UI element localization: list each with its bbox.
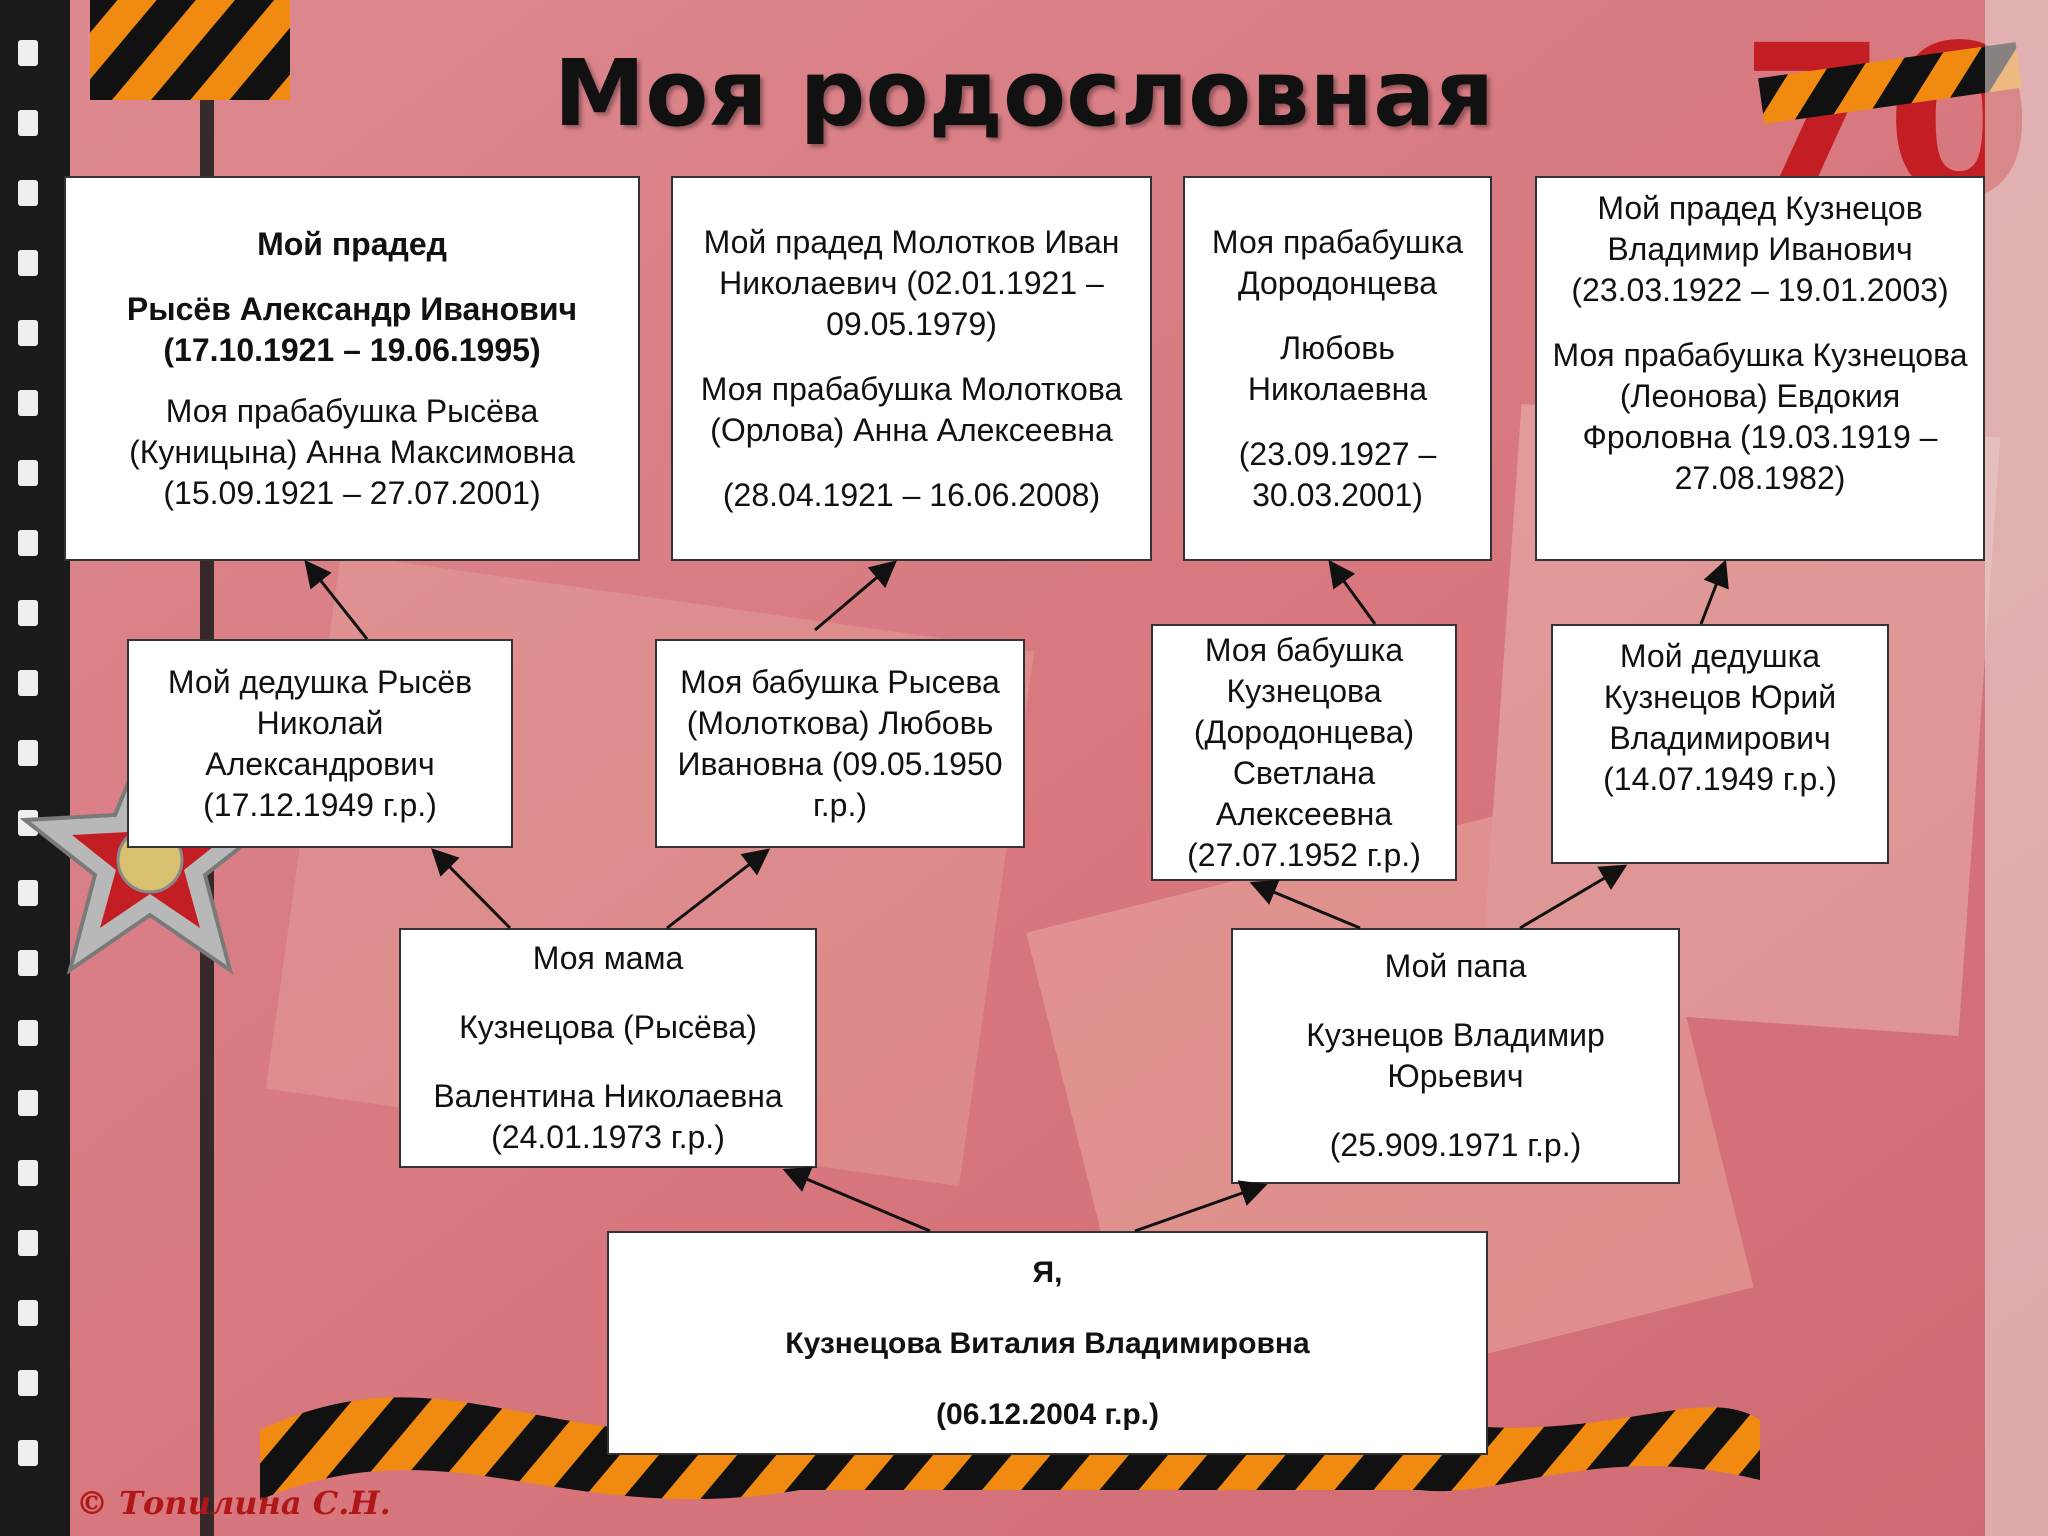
st-george-ribbon-top: [90, 0, 290, 100]
node-me: Я, Кузнецова Виталия Владимировна (06.12…: [607, 1231, 1488, 1455]
node-father: Мой папа Кузнецов Владимир Юрьевич (25.9…: [1231, 928, 1680, 1184]
node-text: Моя бабушка Рысева (Молоткова) Любовь Ив…: [677, 663, 1003, 823]
node-grandmother-kuznetsova: Моя бабушка Кузнецова (Дородонцева) Свет…: [1151, 624, 1457, 881]
node-dates: (23.09.1927 – 30.03.2001): [1238, 435, 1437, 513]
page-title: Моя родословная: [553, 40, 1495, 147]
node-heading: Моя прабабушка Дородонцева: [1211, 223, 1464, 301]
node-great-grandparents-kuznetsov: Мой прадед Кузнецов Владимир Иванович (2…: [1535, 176, 1985, 561]
node-mother: Моя мама Кузнецова (Рысёва) Валентина Ни…: [399, 928, 817, 1168]
node-heading: Мой папа: [1384, 948, 1527, 984]
node-great-grandmother-dorodontseva: Моя прабабушка Дородонцева Любовь Никола…: [1183, 176, 1492, 561]
copyright-text: © Топилина С.Н.: [76, 1484, 391, 1522]
node-heading: Моя мама: [532, 940, 684, 976]
node-dates: (06.12.2004 г.р.): [936, 1397, 1159, 1431]
node-dates: (28.04.1921 – 16.06.2008): [722, 476, 1101, 513]
node-great-grandparents-molotkov: Мой прадед Молотков Иван Николаевич (02.…: [671, 176, 1152, 561]
node-heading: Я,: [1032, 1255, 1063, 1289]
node-text: Моя бабушка Кузнецова (Дородонцева) Свет…: [1187, 631, 1421, 873]
node-text: Мой дедушка Кузнецов Юрий Владимирович (…: [1603, 638, 1837, 797]
node-spouse: Моя прабабушка Кузнецова (Леонова) Евдок…: [1552, 337, 1968, 496]
node-name: Кузнецова (Рысёва): [459, 1009, 757, 1045]
node-name: Кузнецов Владимир Юрьевич: [1306, 1017, 1605, 1094]
node-grandfather-kuznetsov: Мой дедушка Кузнецов Юрий Владимирович (…: [1551, 624, 1889, 864]
node-name: Рысёв Александр Иванович (17.10.1921 – 1…: [126, 290, 578, 368]
node-person: Мой прадед Молотков Иван Николаевич (02.…: [703, 223, 1120, 342]
node-grandfather-rysev: Мой дедушка Рысёв Николай Александрович …: [127, 639, 513, 848]
node-person: Мой прадед Кузнецов Владимир Иванович (2…: [1571, 190, 1949, 308]
node-name: Кузнецова Виталия Владимировна: [785, 1326, 1310, 1360]
node-heading: Мой прадед: [257, 225, 447, 262]
node-text: Мой дедушка Рысёв Николай Александрович …: [167, 663, 473, 823]
node-spouse: Моя прабабушка Молоткова (Орлова) Анна А…: [700, 370, 1123, 448]
node-grandmother-ryseva: Моя бабушка Рысева (Молоткова) Любовь Ив…: [655, 639, 1025, 848]
node-dates: (25.909.1971 г.р.): [1329, 1127, 1582, 1163]
node-name: Любовь Николаевна: [1247, 329, 1428, 407]
node-spouse: Моя прабабушка Рысёва (Куницына) Анна Ма…: [129, 392, 575, 511]
node-great-grandparents-rysev: Мой прадед Рысёв Александр Иванович (17.…: [64, 176, 640, 561]
node-name-dates: Валентина Николаевна (24.01.1973 г.р.): [433, 1078, 783, 1155]
